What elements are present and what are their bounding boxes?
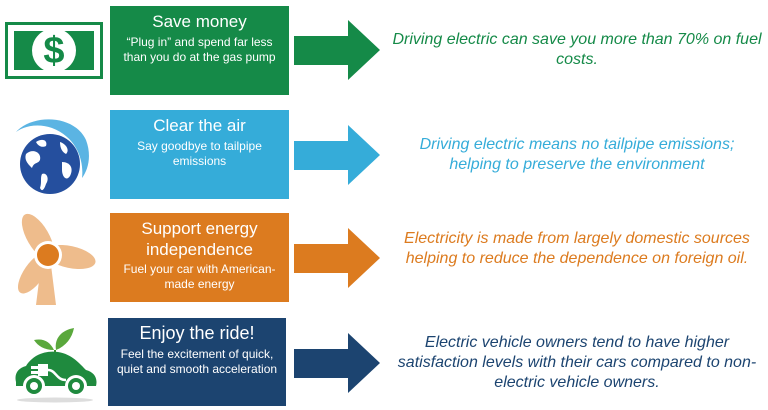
benefit-row-save-money: $ Save money “Plug in” and spend far les… xyxy=(0,0,768,100)
box-title: Support energy independence xyxy=(141,219,258,259)
box-subtitle: Fuel your car with American-made energy xyxy=(123,262,276,291)
benefit-row-energy-independence: Support energy independence Fuel your ca… xyxy=(0,207,768,309)
benefit-description: Driving electric can save you more than … xyxy=(392,31,762,68)
benefit-description: Electric vehicle owners tend to have hig… xyxy=(397,334,757,391)
box-title: Enjoy the ride! xyxy=(139,323,255,343)
electric-car-icon xyxy=(15,328,97,403)
benefit-description: Electricity is made from largely domesti… xyxy=(404,230,750,267)
benefit-row-clear-air: Clear the air Say goodbye to tailpipe em… xyxy=(0,104,768,206)
right-arrow-icon xyxy=(294,20,380,80)
enjoy-ride-box: Enjoy the ride! Feel the excitement of q… xyxy=(108,318,286,406)
right-arrow-icon xyxy=(294,333,380,393)
box-title: Clear the air xyxy=(153,116,246,135)
clear-air-box: Clear the air Say goodbye to tailpipe em… xyxy=(110,110,289,199)
box-subtitle: “Plug in” and spend far less than you do… xyxy=(123,35,276,64)
energy-independence-box: Support energy independence Fuel your ca… xyxy=(110,213,289,302)
benefit-row-enjoy-ride: Enjoy the ride! Feel the excitement of q… xyxy=(0,310,768,410)
money-bill-icon: $ xyxy=(5,22,103,79)
box-title: Save money xyxy=(152,12,247,31)
box-subtitle: Say goodbye to tailpipe emissions xyxy=(137,139,262,168)
benefit-description: Driving electric means no tailpipe emiss… xyxy=(419,136,735,173)
right-arrow-icon xyxy=(294,125,380,185)
wind-turbine-icon xyxy=(17,213,96,305)
box-subtitle: Feel the excitement of quick, quiet and … xyxy=(116,347,278,376)
right-arrow-icon xyxy=(294,228,380,288)
save-money-box: Save money “Plug in” and spend far less … xyxy=(110,6,289,95)
globe-icon xyxy=(16,119,89,194)
svg-text:$: $ xyxy=(43,30,64,72)
